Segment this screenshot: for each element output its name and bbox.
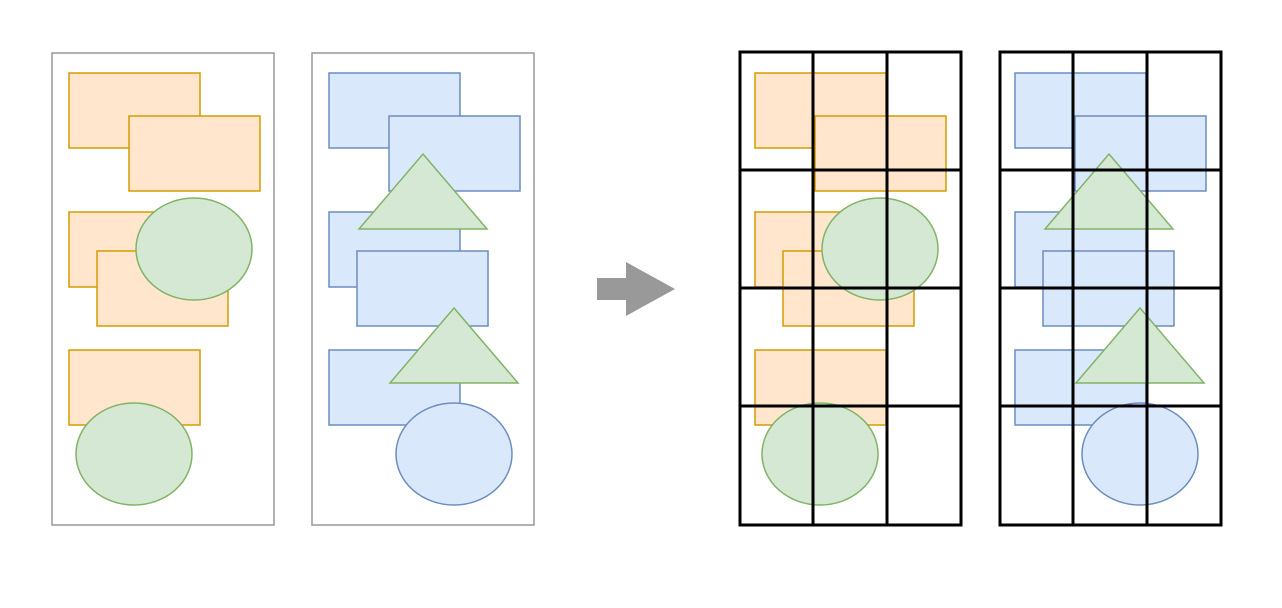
gridded-blue-panel [998,50,1223,527]
gridded-orange-panel [738,50,963,527]
green-triangle [1043,152,1175,230]
orange-rectangle [814,115,947,192]
blue-rectangle [356,250,489,327]
blue-ellipse [1081,402,1199,506]
blue-ellipse [395,402,513,506]
original-blue-panel [311,52,535,526]
green-ellipse [135,197,253,301]
green-triangle [357,152,489,230]
green-ellipse [821,197,939,301]
right-arrow-icon [597,262,675,316]
green-triangle [1074,306,1206,384]
grid-overlay [738,50,963,527]
orange-rectangle [754,349,887,426]
grid-overlay [998,50,1223,527]
green-triangle [388,306,520,384]
orange-rectangle [128,115,261,192]
green-ellipse [75,402,193,506]
original-orange-panel [51,52,275,526]
green-ellipse [761,402,879,506]
